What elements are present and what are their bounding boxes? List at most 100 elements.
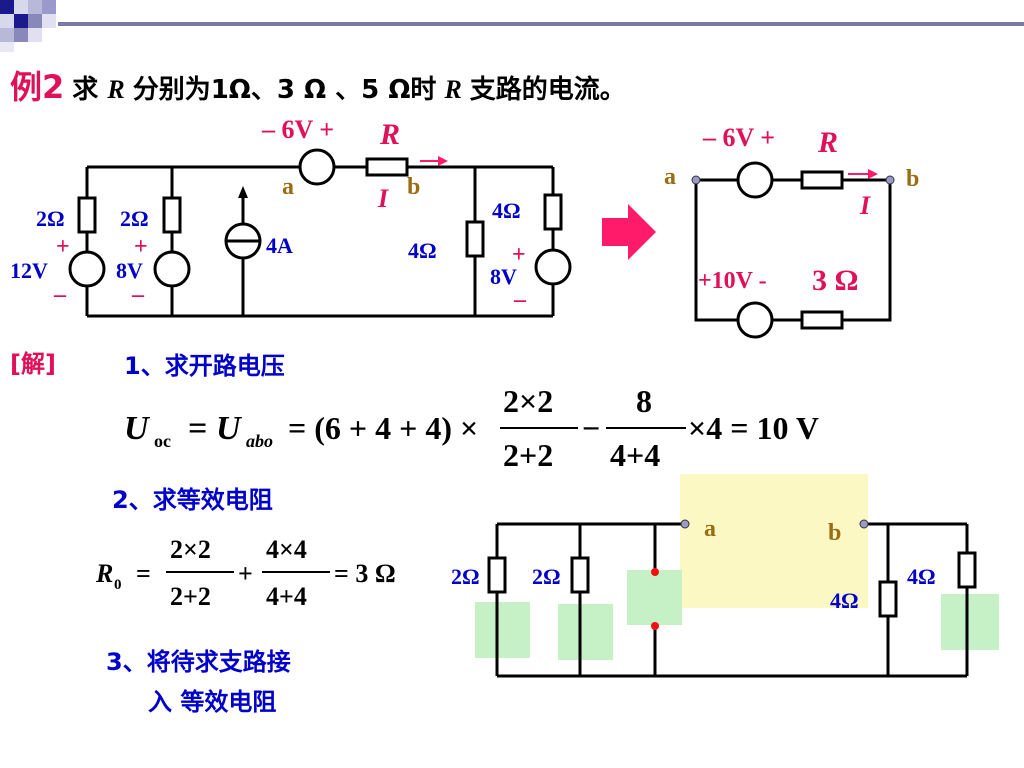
eq2-plus: + — [238, 559, 253, 588]
eq1-frac2-num: 8 — [636, 383, 652, 419]
eq1-frac1-num: 2×2 — [503, 383, 553, 419]
c2-label-node-b: b — [906, 166, 919, 192]
c3-open-terminal-bottom — [651, 622, 659, 630]
c3-labels: a b 2Ω 2Ω 4Ω 4Ω — [451, 516, 936, 613]
eq1-equals: = — [188, 410, 207, 447]
c2-node-a-dot — [691, 175, 701, 185]
c1-label-plus-2: + — [134, 234, 148, 260]
c1-voltage-source-8v-right — [534, 248, 572, 286]
circuit-equivalent — [694, 178, 892, 322]
c1-resistor-r — [365, 157, 409, 177]
eq2-r: R — [95, 559, 113, 588]
eq2-frac1-den: 2+2 — [170, 582, 211, 611]
title-text-3: 支路的电流。 — [470, 74, 626, 105]
c1-label-current-i: I — [377, 184, 389, 213]
c1-label-plus-3: + — [512, 242, 526, 268]
transform-arrow-icon — [602, 204, 656, 260]
c1-voltage-source-12v — [68, 250, 106, 288]
c3-wires — [495, 522, 969, 678]
c1-resistor-4ohm-right — [543, 193, 563, 231]
title-text-2: 分别为1Ω、3 Ω 、5 Ω时 — [133, 75, 437, 105]
eq2-frac1-num: 2×2 — [170, 535, 211, 564]
equation-uoc: U oc = U abo = (6 + 4 + 4) × 2×2 2+2 − 8… — [124, 383, 819, 473]
c2-label-3ohm: 3 Ω — [812, 264, 859, 297]
c1-label-4a: 4A — [266, 233, 293, 258]
c3-label-node-b: b — [828, 520, 841, 546]
c3-label-4ohm-right: 4Ω — [907, 564, 936, 589]
solution-step-3-line-2: 入 等效电阻 — [148, 688, 276, 716]
c1-voltage-source-8v — [153, 250, 191, 288]
eq2-sub-0: 0 — [114, 577, 122, 593]
c2-label-node-a: a — [664, 164, 676, 190]
eq1-paren: = (6 + 4 + 4) × — [288, 410, 478, 446]
c2-resistor-r — [800, 170, 844, 190]
solution-step-2: 2、求等效电阻 — [112, 486, 273, 514]
c1-resistor-2ohm-2 — [162, 196, 182, 234]
c3-components — [487, 551, 977, 618]
eq2-frac2-num: 4×4 — [266, 535, 307, 564]
eq1-sub-abo: abo — [246, 431, 273, 451]
c3-highlight-open-source — [627, 570, 682, 625]
c3-highlight-short-2 — [558, 604, 613, 660]
c1-label-4ohm-mid: 4Ω — [408, 238, 437, 263]
c1-label-node-b: b — [407, 174, 420, 200]
c1-label-node-a: a — [282, 174, 294, 200]
title-var-r2: R — [443, 75, 461, 104]
title-text-1: 求 — [72, 75, 107, 105]
c3-open-terminal-top — [651, 568, 659, 576]
eq2-result: = 3 Ω — [334, 559, 396, 588]
c1-label-plus-1: + — [56, 234, 70, 260]
eq1-frac1-den: 2+2 — [503, 437, 553, 473]
c3-node-a-dot — [680, 519, 690, 529]
eq1-u: U — [124, 410, 151, 447]
c3-label-4ohm-mid: 4Ω — [830, 588, 859, 613]
c2-label-r: R — [817, 126, 838, 159]
c2-node-b-dot — [885, 175, 895, 185]
c2-label-current-i: I — [859, 191, 871, 220]
c1-label-2ohm-1: 2Ω — [36, 206, 65, 231]
c3-highlights — [475, 474, 999, 660]
solution-step-1: 1、求开路电压 — [124, 352, 285, 380]
c2-voltage-source-6v — [736, 161, 774, 199]
c1-components — [68, 148, 572, 288]
c2-components — [736, 161, 844, 339]
title-var-r: R — [106, 75, 124, 104]
c1-resistor-2ohm-1 — [77, 196, 97, 234]
c3-resistor-2ohm-2 — [570, 556, 590, 594]
eq1-sub-oc: oc — [154, 431, 171, 451]
c1-label-8v-right: 8V — [490, 264, 517, 289]
c1-label-minus-3: – — [513, 287, 527, 313]
c3-highlight-short-1 — [475, 602, 530, 658]
c1-label-6v: – 6V + — [261, 115, 334, 144]
corner-decoration — [0, 0, 1024, 52]
c1-label-minus-1: – — [53, 282, 67, 308]
c2-current-arrow-i — [848, 169, 878, 179]
c1-label-12v: 12V — [10, 258, 48, 283]
eq2-frac2-den: 4+4 — [266, 582, 307, 611]
eq2-equals: = — [136, 559, 151, 588]
c3-node-b-dot — [859, 519, 869, 529]
c2-label-10v: +10V - — [698, 268, 767, 294]
equation-r0: R 0 = 2×2 2+2 + 4×4 4+4 = 3 Ω — [95, 535, 396, 611]
title-line: 例2 求 R 分别为1Ω、3 Ω 、5 Ω时 R 支路的电流。 — [10, 68, 626, 106]
c3-resistor-4ohm-right — [957, 551, 977, 589]
eq1-frac2-den: 4+4 — [610, 437, 660, 473]
c1-voltage-source-6v — [298, 148, 336, 186]
c1-label-minus-2: – — [131, 282, 145, 308]
c3-label-node-a: a — [704, 516, 716, 542]
c1-label-2ohm-2: 2Ω — [120, 206, 149, 231]
solution-step-3-line-1: 3、将待求支路接 — [106, 648, 291, 676]
c1-label-8v-left: 8V — [116, 258, 143, 283]
eq1-u2: U — [216, 410, 243, 447]
c3-label-2ohm-1: 2Ω — [451, 564, 480, 589]
c1-labels: – 6V + R a I b 2Ω 2Ω + + 12V 8V – – 4A 4… — [10, 115, 527, 313]
eq1-minus: − — [582, 410, 600, 446]
eq1-tail: ×4 = 10 V — [688, 410, 819, 446]
c3-highlight-short-3 — [941, 594, 999, 650]
c3-label-2ohm-2: 2Ω — [532, 564, 561, 589]
title-example: 例2 — [10, 68, 64, 106]
c2-voltage-source-10v — [736, 301, 774, 339]
c3-resistor-2ohm-1 — [487, 556, 507, 594]
c2-labels: – 6V + R a b I +10V - 3 Ω — [664, 123, 919, 297]
c2-resistor-3ohm — [800, 310, 844, 330]
